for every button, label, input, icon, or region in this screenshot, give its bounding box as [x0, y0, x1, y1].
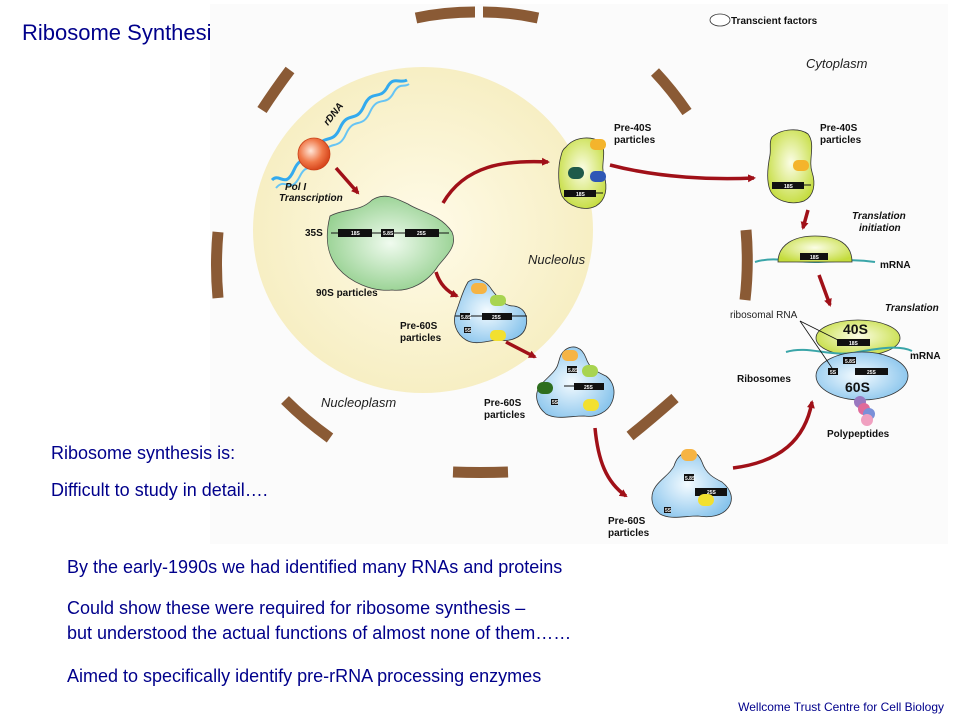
ribosomes-label: Ribosomes	[737, 374, 791, 385]
18s-rrna-bar	[800, 253, 828, 260]
transcription-label: Transcription	[279, 193, 343, 204]
pre60s-particle-nucleolus: 5.8S 25S 5S	[454, 278, 528, 344]
arrow-to-translation	[817, 274, 832, 307]
pol1-enzyme	[297, 137, 331, 171]
mrna-label-initiation: mRNA	[880, 260, 911, 271]
polypeptide-chain	[854, 396, 875, 426]
arrow-transcription	[334, 166, 360, 195]
pre60s-cytoplasm-label: Pre-60S	[608, 516, 646, 527]
envelope-segment	[452, 466, 509, 478]
svg-text:5S: 5S	[552, 400, 559, 406]
58s-rrna-bar	[843, 357, 856, 364]
envelope-segment	[650, 68, 692, 116]
polypeptides-label: Polypeptides	[827, 429, 890, 440]
pre60s-nucleolus-label: Pre-60S	[400, 321, 438, 332]
transient-factor-legend-icon	[709, 13, 731, 27]
svg-text:25S: 25S	[584, 385, 594, 391]
40s-initiation-complex	[777, 235, 853, 263]
pre40s-particle-cytoplasm: 18S	[767, 129, 815, 204]
svg-text:18S: 18S	[784, 184, 794, 190]
footer-institution: Wellcome Trust Centre for Cell Biology	[738, 700, 944, 714]
arrow-to-pre60s	[434, 271, 459, 298]
5s-rrna-bar	[828, 368, 838, 375]
18s-rrna-bar	[837, 339, 870, 346]
arrow-to-initiation	[800, 209, 810, 230]
envelope-segment	[281, 396, 334, 443]
svg-text:5S: 5S	[830, 370, 837, 376]
90s-label: 90S particles	[316, 288, 378, 299]
arrow-pre60s-nucleoplasm	[505, 340, 537, 359]
note-ribosome-synthesis: Ribosome synthesis is:	[51, 443, 236, 463]
ribosomal-rna-label: ribosomal RNA	[730, 310, 798, 321]
cytoplasm-label: Cytoplasm	[806, 56, 868, 71]
pol1-label: Pol I	[285, 182, 306, 193]
35s-label: 35S	[305, 228, 323, 239]
pre40s-cyto-label-particles: particles	[820, 135, 862, 146]
arrow-pre60s-export	[593, 427, 628, 498]
nucleoplasm-label: Nucleoplasm	[321, 395, 396, 410]
note-difficult-to-study: Difficult to study in detail….	[51, 480, 268, 500]
envelope-segment	[626, 393, 679, 441]
svg-text:18S: 18S	[576, 192, 586, 198]
pre60s-nucleolus-label-particles: particles	[400, 333, 442, 344]
bullet-aimed: Aimed to specifically identify pre-rRNA …	[67, 666, 542, 686]
translation-label: Translation	[885, 303, 939, 314]
pre40s-label-particles: particles	[614, 135, 656, 146]
25s-rrna-bar	[855, 368, 888, 375]
svg-text:5.8S: 5.8S	[685, 476, 696, 482]
svg-text:25S: 25S	[492, 315, 502, 321]
envelope-segment	[211, 231, 224, 299]
envelope-segment	[482, 6, 540, 24]
pre40s-label: Pre-40S	[614, 123, 652, 134]
svg-text:5S: 5S	[665, 508, 672, 514]
rdna-helix	[270, 78, 410, 189]
pathway-arrows	[334, 157, 832, 498]
arrow-to-ribosome	[732, 400, 815, 470]
envelope-segment	[739, 229, 753, 301]
nuclear-envelope	[211, 6, 753, 478]
60s-label: 60S	[845, 379, 870, 395]
arrow-to-pre40s	[441, 157, 550, 204]
pre40s-cyto-label: Pre-40S	[820, 123, 858, 134]
svg-text:5S: 5S	[465, 328, 472, 334]
pre60s-nucleoplasm-label-particles: particles	[484, 410, 526, 421]
bullet-required-line1: Could show these were required for ribos…	[67, 598, 526, 618]
svg-text:18S: 18S	[351, 231, 361, 237]
mrna-label-translation: mRNA	[910, 351, 941, 362]
svg-text:25S: 25S	[707, 490, 717, 496]
svg-text:5.8S: 5.8S	[845, 359, 856, 365]
pre60s-cytoplasm-label-particles: particles	[608, 528, 650, 539]
svg-text:5.8S: 5.8S	[383, 231, 394, 237]
envelope-segment	[257, 66, 295, 113]
arrow-pre40s-export	[609, 163, 756, 183]
svg-text:25S: 25S	[417, 231, 427, 237]
svg-text:5.8S: 5.8S	[568, 368, 579, 374]
pre60s-nucleoplasm-label: Pre-60S	[484, 398, 522, 409]
legend-label: Transcient factors	[731, 16, 818, 27]
pre60s-particle-nucleoplasm: 5.8S 25S 5S	[536, 346, 615, 418]
translation-initiation-label: Translation	[852, 211, 906, 222]
translation-initiation-label-2: initiation	[859, 223, 901, 234]
svg-text:18S: 18S	[810, 255, 820, 261]
pre40s-particle-nucleolus: 18S	[558, 137, 607, 209]
35s-precursor: 18S 5.8S 25S	[331, 229, 449, 237]
rrna-pointer-lines	[799, 320, 843, 369]
nucleolus-label: Nucleolus	[528, 252, 586, 267]
40s-label: 40S	[843, 321, 868, 337]
svg-text:5.8S: 5.8S	[461, 315, 472, 321]
svg-text:18S: 18S	[849, 341, 859, 347]
svg-text:25S: 25S	[867, 370, 877, 376]
90s-particle	[326, 195, 454, 291]
envelope-segment	[414, 6, 476, 24]
bullet-required-line2: but understood the actual functions of a…	[67, 623, 572, 643]
pre60s-particle-cytoplasm: 5.8S 25S 5S	[651, 449, 732, 518]
bullet-early-1990s: By the early-1990s we had identified man…	[67, 557, 563, 577]
